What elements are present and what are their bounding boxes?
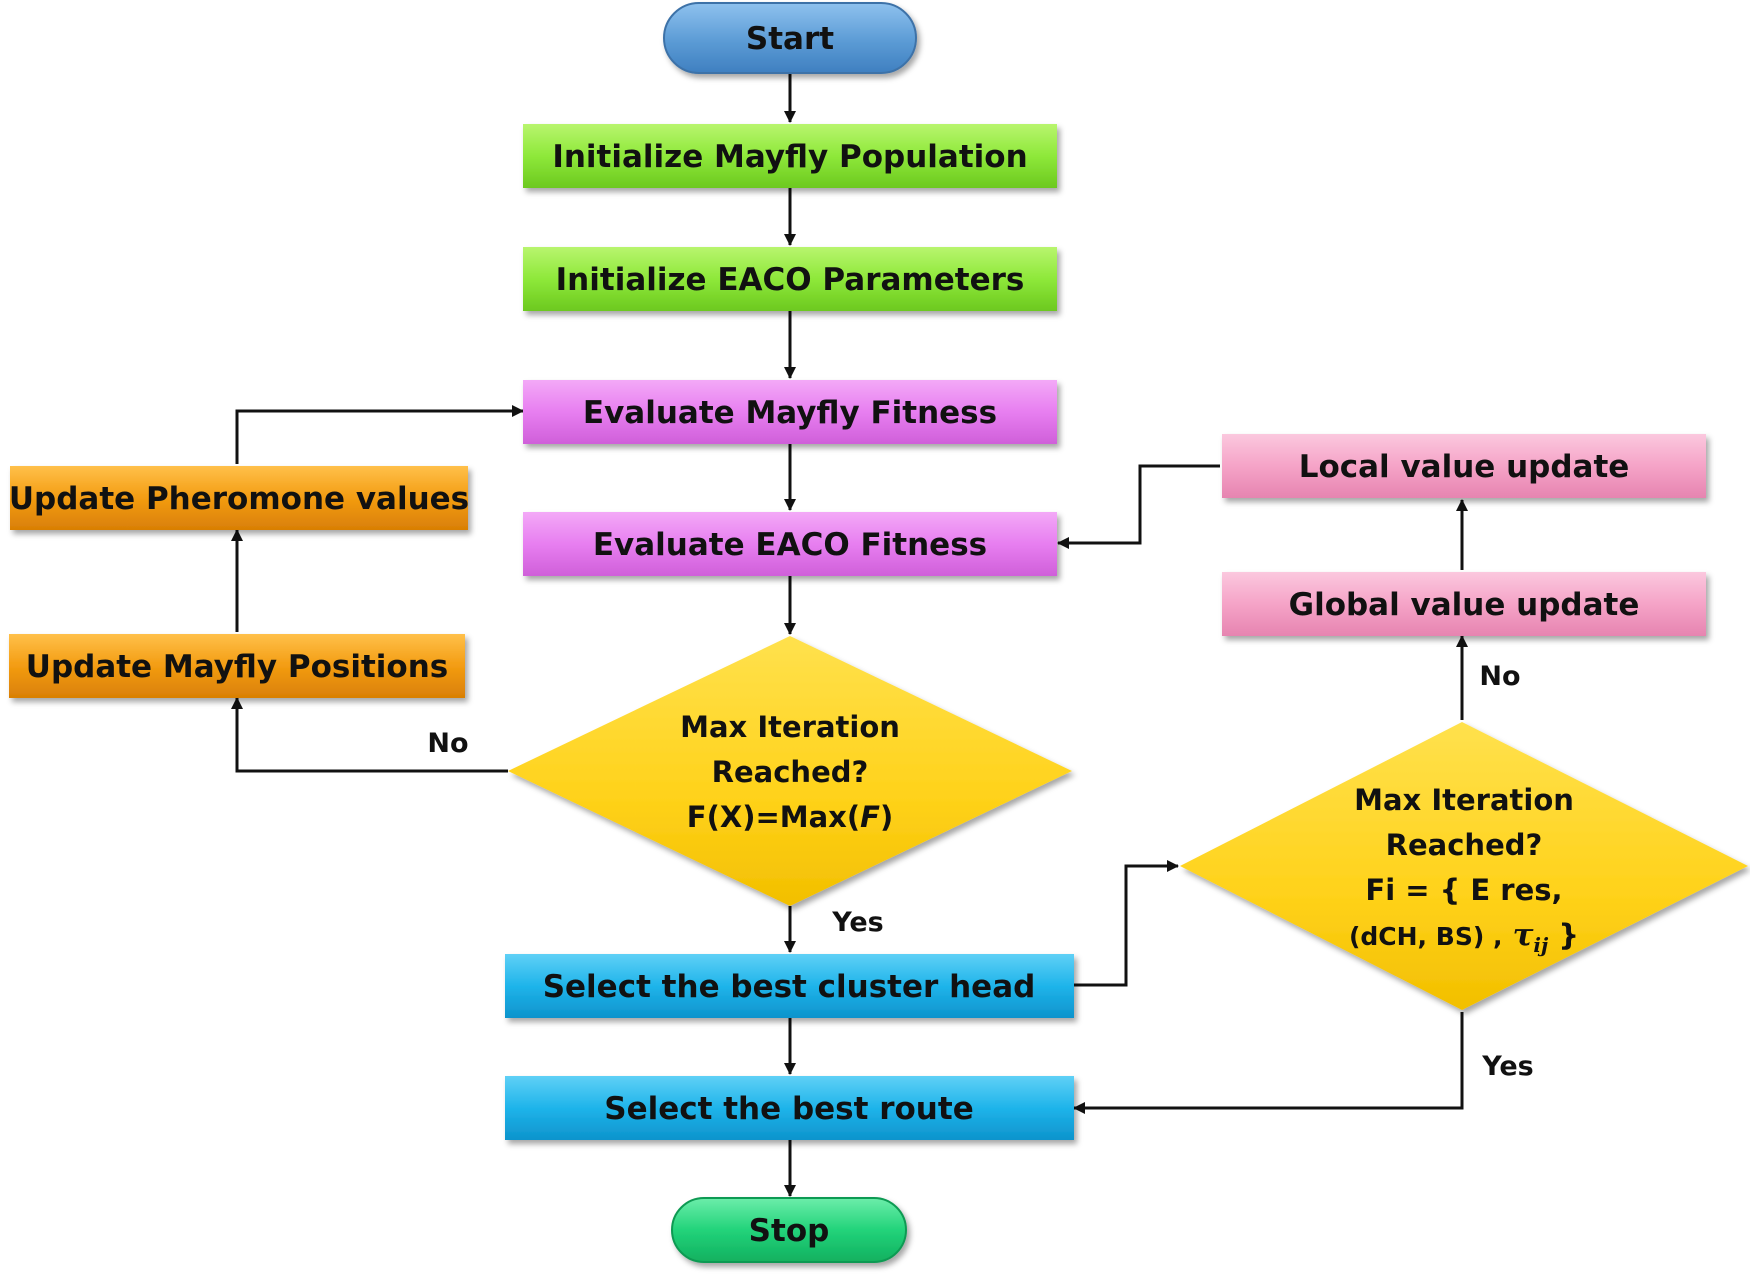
node-local-update-label: Local value update [1299, 449, 1630, 485]
decision1-line1: Max Iteration [680, 710, 900, 744]
decision1-line2: Reached? [712, 755, 869, 789]
node-eval-eaco: Evaluate EACO Fitness [523, 512, 1057, 576]
node-select-ch-label: Select the best cluster head [543, 969, 1036, 1005]
node-update-positions: Update Mayfly Positions [9, 634, 465, 698]
decision2-no-label: No [1479, 661, 1520, 692]
decision2-line1: Max Iteration [1354, 783, 1574, 817]
decision2-line2: Reached? [1386, 828, 1543, 862]
node-select-ch: Select the best cluster head [505, 954, 1074, 1018]
node-decision2: Max Iteration Reached? Fi = { E res, (dC… [1180, 722, 1748, 1010]
decision1-no-label: No [427, 728, 468, 759]
node-eval-mayfly-label: Evaluate Mayfly Fitness [583, 395, 997, 431]
node-init-mayfly: Initialize Mayfly Population [523, 124, 1057, 188]
node-init-eaco: Initialize EACO Parameters [523, 247, 1057, 311]
decision1-line3: F(X)=Max(F) [687, 800, 893, 834]
node-global-update-label: Global value update [1289, 587, 1640, 623]
node-stop-label: Stop [749, 1213, 830, 1249]
edge-local-update-to-eval-eaco [1057, 464, 1220, 549]
edge-select-ch-to-decision2 [1074, 860, 1179, 987]
node-eval-mayfly: Evaluate Mayfly Fitness [523, 380, 1057, 444]
node-start-label: Start [746, 21, 834, 57]
edge-decision1-no-to-update-positions [231, 697, 508, 773]
node-update-pheromone: Update Pheromone values [9, 466, 469, 530]
edge-decision2-yes-to-select-route [1073, 1012, 1464, 1114]
node-stop: Stop [671, 1197, 907, 1263]
node-decision1: Max Iteration Reached? F(X)=Max(F) [508, 636, 1072, 906]
node-update-positions-label: Update Mayfly Positions [26, 649, 448, 685]
node-start: Start [663, 2, 917, 74]
edge-update-pheromone-to-eval-mayfly [235, 405, 524, 464]
node-eval-eaco-label: Evaluate EACO Fitness [593, 527, 987, 563]
node-init-eaco-label: Initialize EACO Parameters [556, 262, 1025, 298]
decision1-yes-label: Yes [831, 907, 883, 938]
node-update-pheromone-label: Update Pheromone values [9, 481, 469, 517]
edges [231, 73, 1468, 1197]
node-init-mayfly-label: Initialize Mayfly Population [552, 139, 1027, 175]
decision2-line4: (dCH, BS) , τij } [1349, 917, 1579, 957]
decision2-line3: Fi = { E res, [1365, 873, 1562, 907]
decision2-yes-label: Yes [1481, 1051, 1533, 1082]
node-local-update: Local value update [1222, 434, 1706, 498]
node-select-route: Select the best route [505, 1076, 1074, 1140]
node-select-route-label: Select the best route [604, 1091, 973, 1127]
node-global-update: Global value update [1222, 572, 1706, 636]
